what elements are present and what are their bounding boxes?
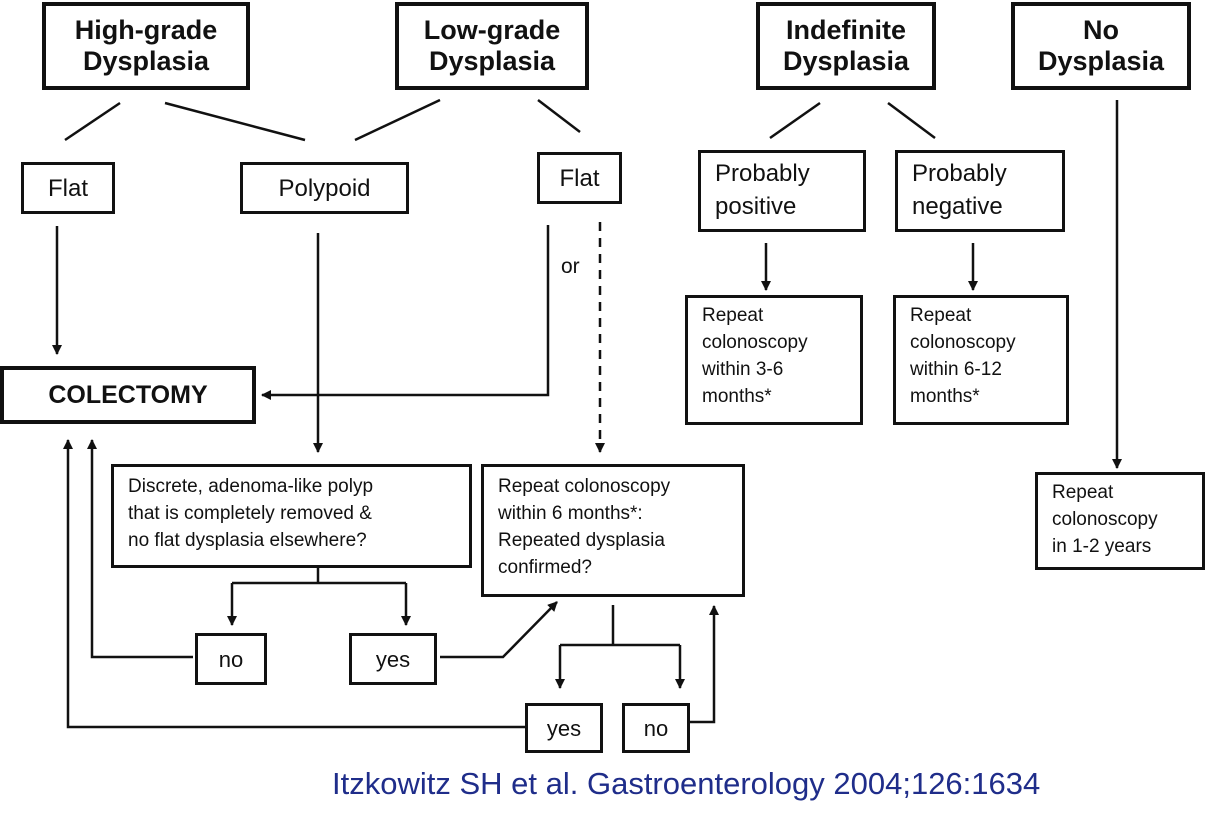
header-high-grade-dysplasia: High-grade Dysplasia bbox=[42, 2, 250, 90]
citation: Itzkowitz SH et al. Gastroenterology 200… bbox=[332, 766, 1041, 801]
answer-no-polyp: no bbox=[195, 633, 267, 685]
header-indefinite-dysplasia: Indefinite Dysplasia bbox=[756, 2, 936, 90]
answer-no-confirmed: no bbox=[622, 703, 690, 753]
node-repeat-6-months-question: Repeat colonoscopy within 6 months*: Rep… bbox=[481, 464, 745, 597]
answer-yes-confirmed: yes bbox=[525, 703, 603, 753]
header-no-dysplasia: No Dysplasia bbox=[1011, 2, 1191, 90]
answer-yes-polyp: yes bbox=[349, 633, 437, 685]
header-low-grade-dysplasia: Low-grade Dysplasia bbox=[395, 2, 589, 90]
node-polyp-question: Discrete, adenoma-like polyp that is com… bbox=[111, 464, 472, 568]
node-colectomy: COLECTOMY bbox=[0, 366, 256, 424]
node-flat-low-grade: Flat bbox=[537, 152, 622, 204]
node-repeat-3-6-months: Repeat colonoscopy within 3-6 months* bbox=[685, 295, 863, 425]
node-repeat-6-12-months: Repeat colonoscopy within 6-12 months* bbox=[893, 295, 1069, 425]
or-label: or bbox=[561, 255, 580, 278]
node-flat-high-grade: Flat bbox=[21, 162, 115, 214]
node-probably-negative: Probably negative bbox=[895, 150, 1065, 232]
node-probably-positive: Probably positive bbox=[698, 150, 866, 232]
node-polypoid: Polypoid bbox=[240, 162, 409, 214]
node-repeat-1-2-years: Repeat colonoscopy in 1-2 years bbox=[1035, 472, 1205, 570]
